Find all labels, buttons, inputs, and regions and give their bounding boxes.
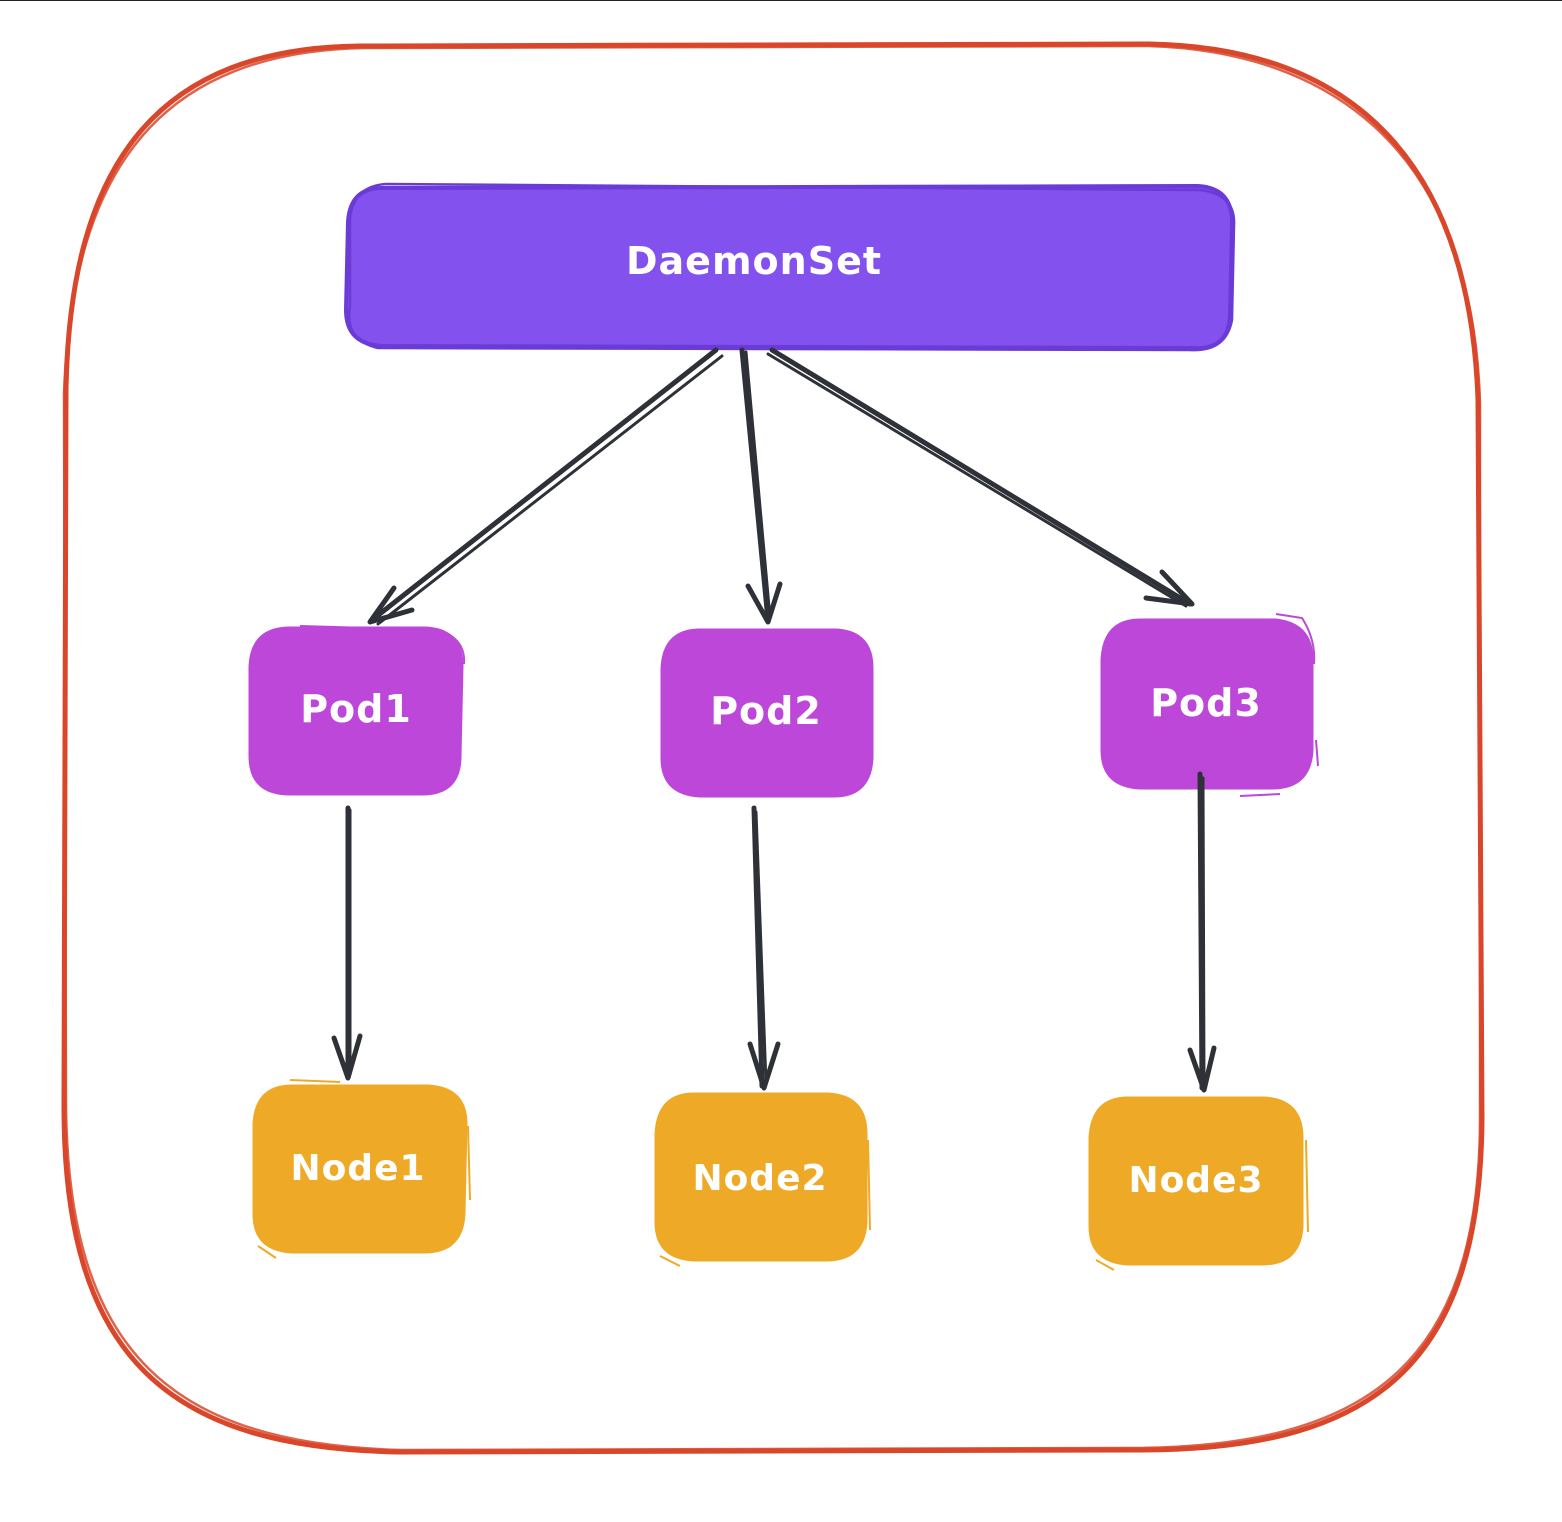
arrow-daemonset-pod3 [766, 347, 1195, 608]
top-border-line [0, 0, 1562, 1]
arrows-pods-to-nodes [331, 771, 1217, 1093]
outer-frame [61, 41, 1485, 1455]
arrow-daemonset-pod2 [739, 347, 783, 625]
arrow-pod1-node1 [331, 805, 363, 1081]
daemonset-box[interactable]: DaemonSet [343, 182, 1236, 352]
pod-label-3: Pod3 [1150, 681, 1262, 725]
arrow-daemonset-pod1 [367, 347, 724, 626]
pod-label-2: Pod2 [710, 689, 822, 733]
arrow-pod3-node3 [1187, 771, 1217, 1093]
node-label-1: Node1 [290, 1148, 425, 1189]
pod-box-2[interactable]: Pod2 [660, 628, 874, 798]
pod-box-1[interactable]: Pod1 [248, 625, 466, 796]
arrows-daemonset-to-pods [367, 347, 1195, 626]
arrow-pod2-node2 [747, 805, 781, 1091]
pod-label-1: Pod1 [300, 687, 412, 731]
node-box-3[interactable]: Node3 [1088, 1096, 1309, 1271]
pod-box-3[interactable]: Pod3 [1100, 613, 1319, 797]
daemonset-label: DaemonSet [626, 239, 882, 283]
node-label-2: Node2 [692, 1158, 827, 1199]
node-box-1[interactable]: Node1 [252, 1079, 471, 1259]
node-label-3: Node3 [1128, 1160, 1263, 1201]
node-box-2[interactable]: Node2 [654, 1092, 871, 1267]
